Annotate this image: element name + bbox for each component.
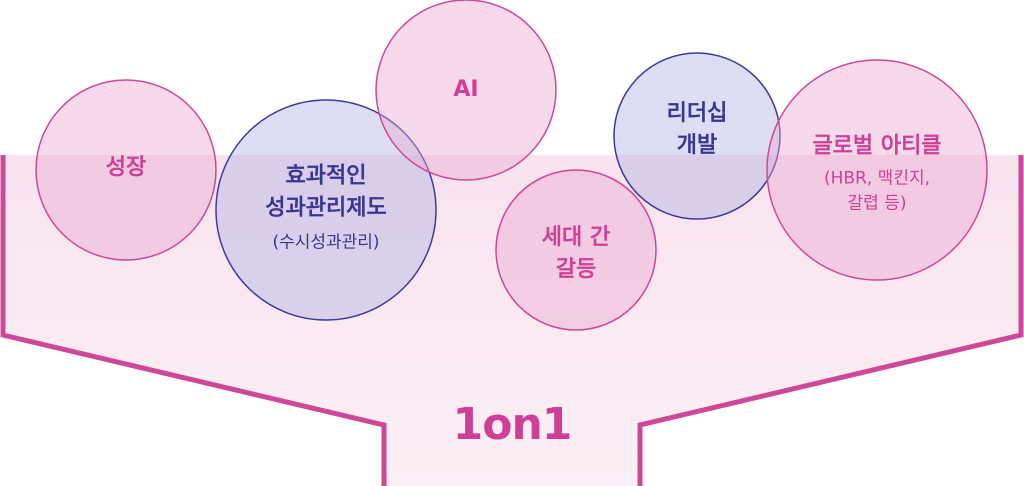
funnel-left-edge [0, 155, 387, 486]
bubble-global [766, 59, 988, 281]
label-line: 개발 [676, 133, 718, 158]
bubble-performance-label: 효과적인 성과관리제도 (수시성과관리) [265, 160, 386, 255]
bubble-generation-label: 세대 간 갈등 [542, 222, 610, 286]
bubble-global-label: 글로벌 아티클 (HBR, 맥킨지, 갈렵 등) [812, 131, 941, 218]
label-sub: (HBR, 맥킨지, [823, 168, 931, 189]
label-line: 성과관리제도 [265, 195, 387, 221]
label-line: 리더십 [666, 101, 728, 127]
label-line: 세대 간 [541, 225, 611, 251]
label-line: 성장 [105, 155, 147, 181]
label-line: 효과적인 [285, 163, 367, 189]
label-sub: (수시성과관리) [272, 232, 380, 253]
bubble-leadership-label: 리더십 개발 [667, 98, 728, 162]
bubble-growth [35, 79, 217, 261]
label-sub: 갈렵 등) [847, 193, 907, 214]
bubble-generation [495, 169, 657, 331]
funnel-right-edge [637, 155, 1024, 486]
label-line: 글로벌 아티클 [812, 133, 942, 159]
bubble-leadership [613, 52, 781, 220]
bubble-ai-label: AI [453, 74, 478, 106]
bubble-growth-label: 성장 [106, 152, 146, 184]
funnel-output-label: 1on1 [452, 399, 573, 451]
label-line: 갈등 [555, 257, 597, 282]
bubble-ai [375, 0, 557, 181]
label-line: AI [453, 77, 479, 103]
bubble-performance [215, 99, 437, 321]
funnel-body [3, 155, 1021, 486]
